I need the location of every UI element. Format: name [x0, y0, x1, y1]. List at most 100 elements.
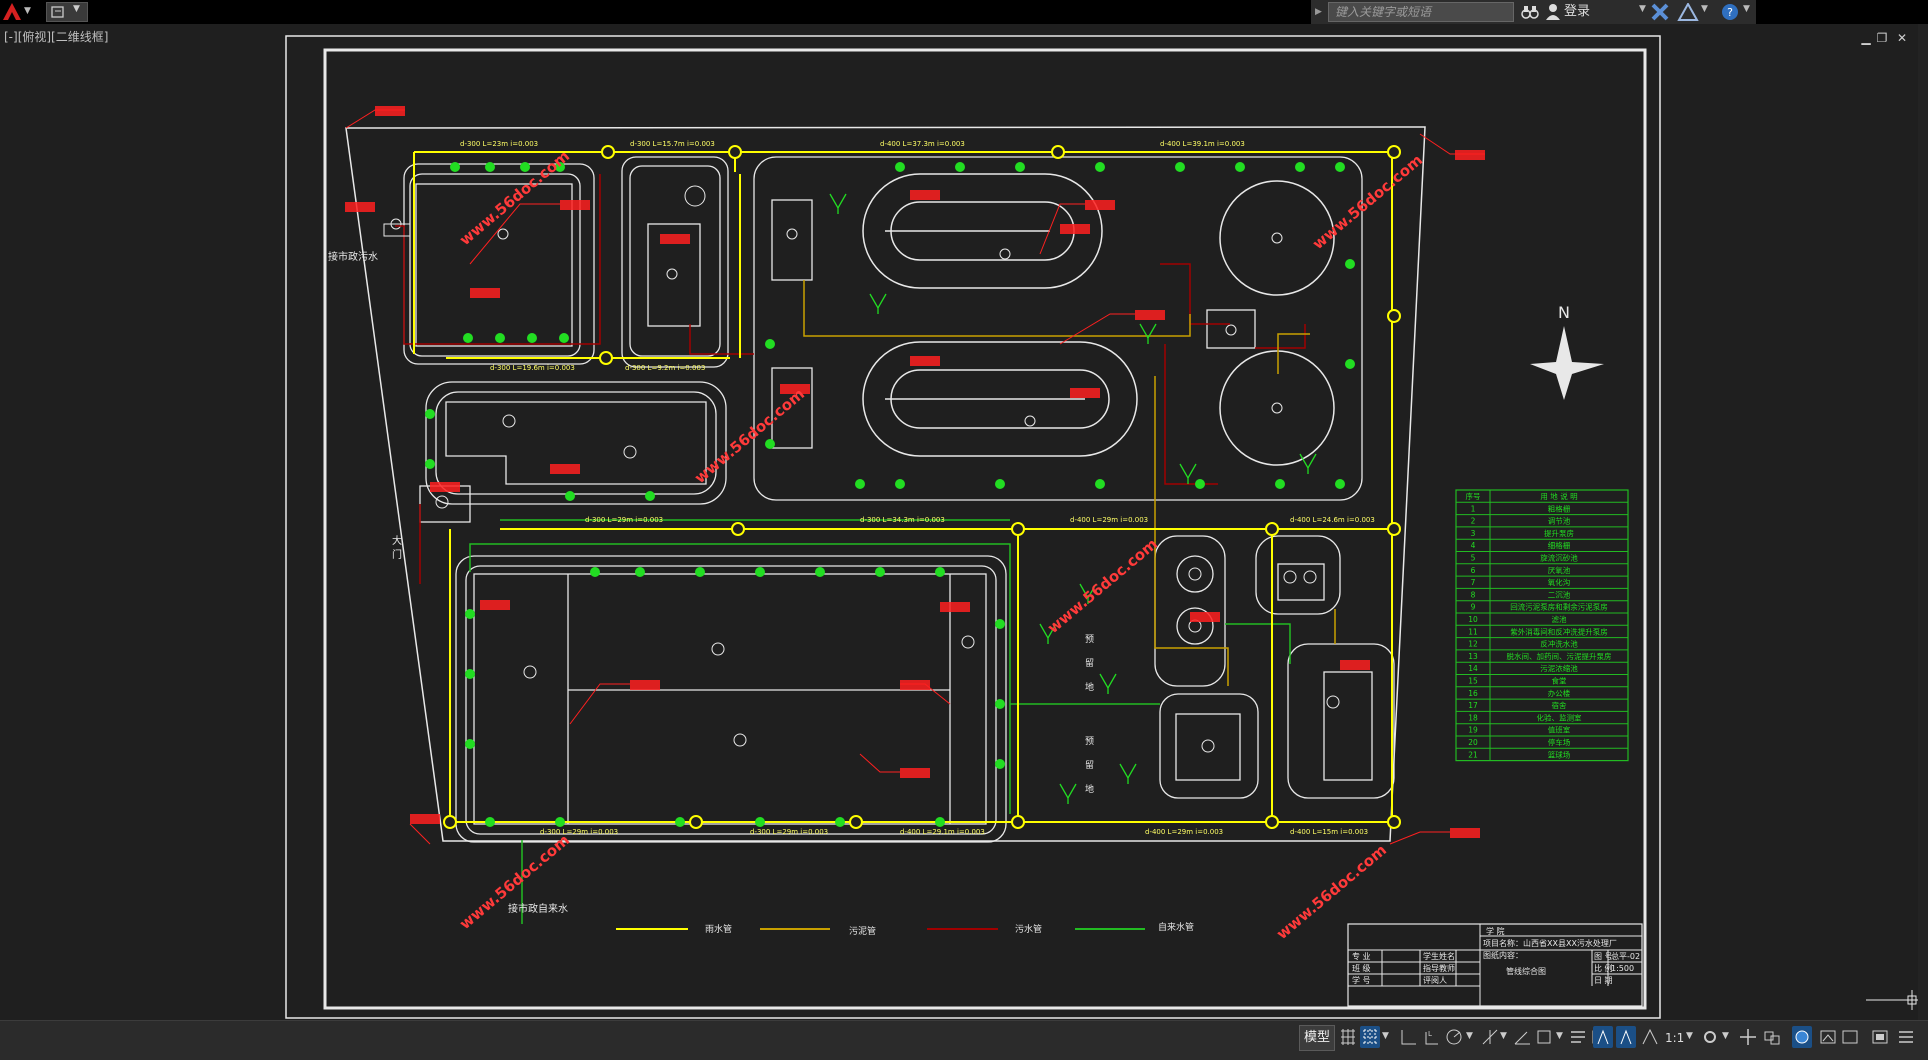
table-cell-desc: 篮球场: [1548, 749, 1571, 759]
annotation-monitor-icon[interactable]: [1738, 1026, 1758, 1048]
main-gate-label: 大: [392, 534, 402, 547]
pipe-label: d-400 L=29.1m i=0.003: [900, 828, 985, 836]
fullscreen-icon[interactable]: [1870, 1026, 1890, 1048]
scale-dropdown-icon[interactable]: ▼: [1686, 1031, 1693, 1041]
user-icon[interactable]: [1545, 3, 1561, 21]
watermark: www.56doc.com: [456, 831, 573, 933]
table-cell-desc: 厌氧池: [1548, 565, 1571, 575]
a360-dropdown-icon[interactable]: ▼: [1701, 4, 1708, 14]
annotation-scale[interactable]: 1:1: [1665, 1031, 1685, 1045]
pipe-label: d-300 L=19.6m i=0.003: [490, 364, 575, 372]
title-block: 学 院 项目名称：山西省XX县XX污水处理厂 图纸内容： 管线综合图 专 业 班…: [1347, 923, 1643, 1007]
water-supply-label: 接市政自来水: [508, 902, 568, 915]
close-icon[interactable]: ✕: [1896, 31, 1908, 45]
svg-text:管线综合图: 管线综合图: [1506, 966, 1546, 976]
annotation-tags: [345, 106, 1485, 838]
polar-dropdown-icon[interactable]: ▼: [1466, 1031, 1473, 1041]
dynamic-input-icon[interactable]: L: [1422, 1026, 1442, 1048]
outlet-fitting: [383, 223, 411, 237]
facility-numbers: [390, 185, 1340, 753]
table-cell-no: 9: [1471, 603, 1476, 612]
customization-menu-icon[interactable]: [1896, 1026, 1916, 1048]
login-dropdown-icon[interactable]: ▼: [1639, 4, 1646, 14]
table-cell-desc: 食堂: [1552, 676, 1568, 686]
pipe-label: d-300 L=29m i=0.003: [585, 516, 663, 524]
minimize-icon[interactable]: ▁: [1861, 31, 1871, 45]
vertical-scrollbar[interactable]: [1918, 24, 1928, 1020]
restore-icon[interactable]: ❐: [1876, 31, 1888, 45]
table-header-cell: 序号: [1466, 491, 1481, 501]
help-icon[interactable]: ?: [1721, 3, 1739, 21]
binoculars-icon[interactable]: [1521, 3, 1539, 21]
infer-constraints-icon[interactable]: [1398, 1026, 1418, 1048]
login-button[interactable]: 登录: [1564, 4, 1591, 19]
reserved-land-label: 地: [1085, 681, 1094, 693]
table-cell-no: 14: [1468, 664, 1478, 673]
sewage-pipe-network: [395, 174, 1306, 584]
table-cell-no: 16: [1468, 689, 1478, 698]
app-menu-chevron-icon[interactable]: ▼: [24, 6, 31, 16]
isolate-objects-icon[interactable]: [1792, 1026, 1812, 1048]
table-cell-no: 13: [1468, 652, 1478, 661]
table-cell-no: 1: [1471, 504, 1476, 513]
svg-text:L: L: [1428, 1030, 1432, 1038]
site-boundary: [345, 126, 1426, 842]
sludge-pipe-network: [803, 280, 1336, 686]
help-dropdown-icon[interactable]: ▼: [1743, 4, 1750, 14]
reserved-land-label: 预: [1085, 634, 1094, 645]
table-cell-no: 17: [1468, 701, 1478, 710]
units-icon[interactable]: [1762, 1026, 1782, 1048]
crosshair-cursor: [1866, 990, 1920, 1010]
reserved-land-label: 留: [1085, 759, 1094, 771]
title-bar: ▼ ▼ ▶ 键入关键字或短语 登录 ▼ ▼ ? ▼: [0, 0, 1928, 24]
pipe-label: d-300 L=34.3m i=0.003: [860, 516, 945, 524]
snap-dropdown-icon[interactable]: ▼: [1382, 1031, 1389, 1041]
grid-icon[interactable]: [1338, 1026, 1358, 1048]
table-cell-no: 5: [1471, 554, 1476, 563]
svg-text:总平-02: 总平-02: [1611, 951, 1640, 961]
polar-tracking-icon[interactable]: [1444, 1026, 1464, 1048]
search-input[interactable]: 键入关键字或短语: [1328, 2, 1514, 22]
selection-cycling-icon[interactable]: [1593, 1026, 1613, 1048]
trees: [425, 162, 1355, 827]
table-cell-no: 20: [1468, 738, 1478, 747]
object-snap-tracking-icon[interactable]: [1512, 1026, 1532, 1048]
snap-icon[interactable]: [1360, 1026, 1380, 1048]
oxidation-ditch-1: [862, 173, 1103, 289]
isometric-dropdown-icon[interactable]: ▼: [1500, 1031, 1507, 1041]
lineweight-icon[interactable]: [1568, 1026, 1588, 1048]
expand-arrow-icon[interactable]: ▶: [1315, 7, 1322, 17]
clean-screen-icon[interactable]: [1840, 1026, 1860, 1048]
viewport-controls[interactable]: [-][俯视][二维线框]: [4, 30, 109, 44]
shrubs: [829, 193, 1317, 804]
open-file-icon[interactable]: [51, 5, 65, 19]
a360-icon[interactable]: [1677, 3, 1699, 21]
water-pipe-network: [469, 519, 1291, 924]
hardware-acceleration-icon[interactable]: [1818, 1026, 1838, 1048]
svg-text:班 级: 班 级: [1352, 963, 1371, 973]
drawing-canvas[interactable]: d-300 L=23m i=0.003 d-300 L=15.7m i=0.00…: [0, 24, 1928, 1020]
autocad-logo-icon[interactable]: [2, 2, 22, 22]
drain-outlet-label: 接市政污水: [328, 250, 378, 263]
svg-text:雨水管: 雨水管: [705, 923, 732, 935]
table-cell-desc: 紫外消毒间和反冲洗提升泵房: [1510, 626, 1608, 636]
roads: [403, 156, 1395, 843]
workspace-gear-icon[interactable]: [1700, 1026, 1720, 1048]
3d-osnap-icon[interactable]: [1616, 1026, 1636, 1048]
svg-text:污水管: 污水管: [1015, 923, 1042, 935]
table-cell-desc: 反冲洗水池: [1540, 639, 1578, 649]
osnap-dropdown-icon[interactable]: ▼: [1556, 1031, 1563, 1041]
pipe-label: d-300 L=15.7m i=0.003: [630, 140, 715, 148]
svg-text:图 号: 图 号: [1594, 952, 1613, 961]
model-tab[interactable]: 模型: [1299, 1025, 1335, 1051]
table-cell-desc: 污泥浓缩池: [1540, 663, 1578, 673]
object-snap-icon[interactable]: [1534, 1026, 1554, 1048]
table-cell-desc: 脱水间、加药间、污泥提升泵房: [1507, 651, 1612, 661]
annotation-visibility-icon[interactable]: [1640, 1026, 1660, 1048]
exchange-apps-icon[interactable]: [1651, 3, 1669, 21]
watermark: www.56doc.com: [691, 385, 808, 487]
isometric-icon[interactable]: [1480, 1026, 1500, 1048]
quick-access-toolbar[interactable]: ▼: [46, 2, 88, 22]
workspace-dropdown-icon[interactable]: ▼: [1722, 1031, 1729, 1041]
qat-dropdown-icon[interactable]: ▼: [73, 4, 80, 14]
